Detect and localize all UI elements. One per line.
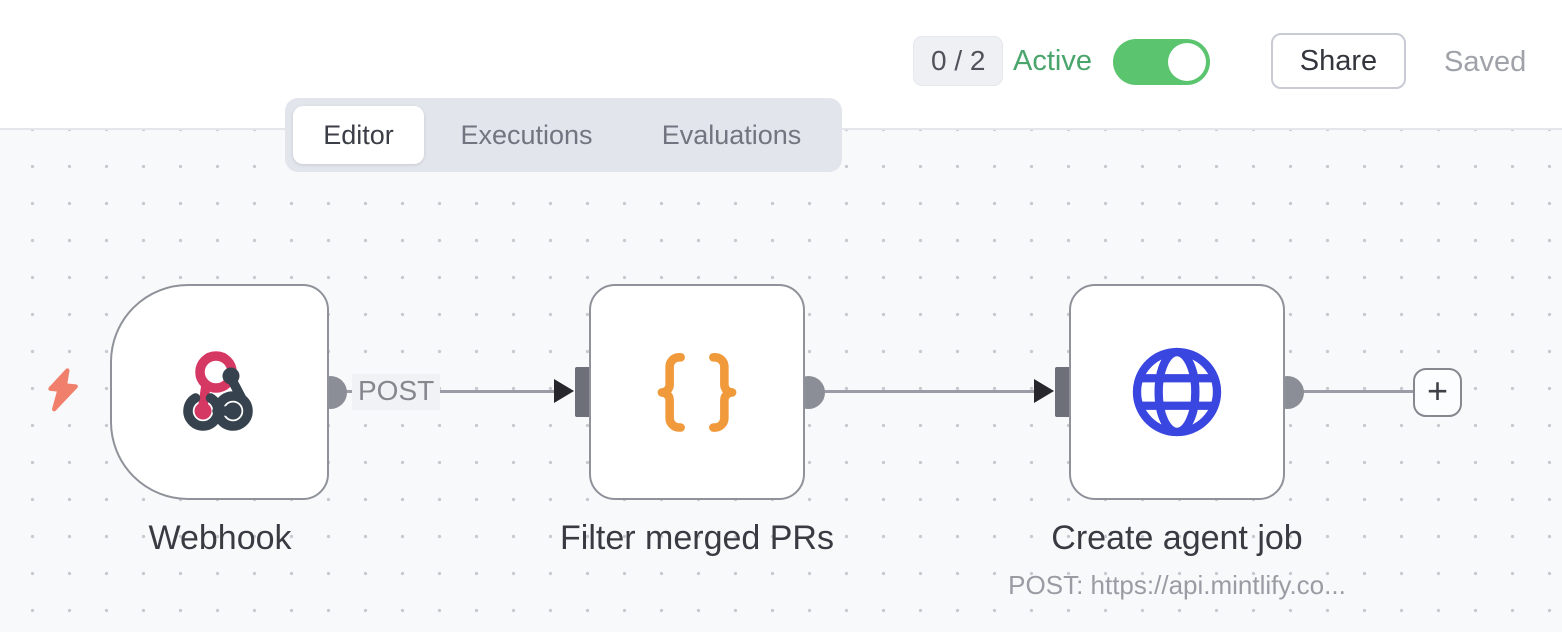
arrowhead-icon	[554, 379, 574, 403]
node-webhook[interactable]	[110, 284, 329, 500]
webhook-icon	[182, 351, 253, 431]
globe-icon	[1132, 347, 1222, 437]
connection-http-add	[1303, 390, 1417, 393]
node-sublabel-http: POST: https://api.mintlify.co...	[1008, 570, 1346, 600]
saved-status: Saved	[1444, 46, 1527, 78]
execution-count-badge[interactable]: 0 / 2	[913, 36, 1004, 86]
node-label-filter: Filter merged PRs	[560, 519, 834, 557]
toggle-knob	[1168, 43, 1206, 81]
tab-executions[interactable]: Executions	[460, 119, 593, 150]
connection-webhook-filter	[336, 390, 558, 393]
connection-filter-http	[824, 390, 1038, 393]
workflow-canvas[interactable]: POST	[0, 130, 1562, 632]
arrowhead-icon	[1034, 379, 1054, 403]
connection-method-label: POST	[352, 374, 441, 410]
tab-evaluations[interactable]: Evaluations	[661, 119, 802, 150]
view-tabs: Editor Executions Evaluations	[285, 98, 842, 172]
trigger-zap-icon	[48, 368, 78, 412]
add-node-button[interactable]: +	[1413, 368, 1462, 417]
node-filter-merged-prs[interactable]	[589, 284, 805, 500]
node-label-http: Create agent job	[1051, 519, 1303, 557]
braces-icon	[657, 353, 737, 432]
node-create-agent-job[interactable]	[1069, 284, 1285, 500]
active-toggle[interactable]	[1113, 39, 1210, 85]
node-label-webhook: Webhook	[148, 519, 292, 557]
active-label: Active	[1013, 45, 1092, 77]
tab-editor[interactable]: Editor	[293, 106, 424, 164]
share-button[interactable]: Share	[1271, 33, 1406, 89]
